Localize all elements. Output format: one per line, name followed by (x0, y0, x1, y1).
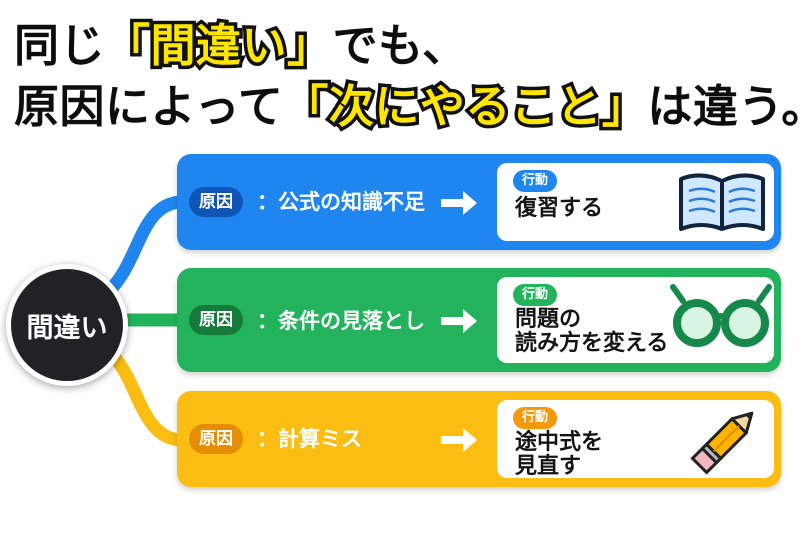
action-card: 行動 途中式を 見直す (497, 400, 774, 479)
headline-1-highlight: 「間違い」 (102, 16, 336, 76)
connector-blue (103, 195, 187, 297)
action-text: 途中式を 見直す (515, 431, 675, 479)
headline-1-before: 同じ (14, 19, 106, 72)
cause-tag: 原因 (189, 305, 243, 335)
action-text: 問題の 読み方を変える (515, 308, 675, 356)
action-tag: 行動 (513, 170, 558, 192)
headline-2-highlight: 「次にやること」 (280, 77, 651, 137)
headline-2-after: は違う。 (647, 80, 800, 133)
glasses-icon (670, 284, 772, 347)
cause-text: ：条件の見落とし (257, 309, 425, 333)
cause-row-knowledge: 原因 ：公式の知識不足 行動 復習する (177, 154, 781, 250)
action-line: 復習する (515, 196, 604, 221)
cause-text: ：計算ミス (257, 427, 362, 451)
cause-tag: 原因 (189, 424, 243, 454)
cause-row-oversight: 原因 ：条件の見落とし 行動 問題の 読み方を変える (177, 268, 781, 372)
action-card: 行動 問題の 読み方を変える (497, 277, 774, 363)
action-line: 途中式を (515, 430, 604, 455)
action-tag: 行動 (513, 407, 558, 429)
arrow-right-icon (441, 309, 477, 333)
pencil-icon (690, 411, 754, 475)
hub-label: 間違い (26, 312, 108, 344)
arrow-right-icon (441, 191, 477, 215)
mistake-hub: 間違い (6, 264, 128, 386)
cause-text: ：公式の知識不足 (257, 190, 425, 214)
headline-line-2: 原因によって「次にやること」は違う。 (14, 77, 800, 137)
headline-2-before: 原因によって (14, 80, 284, 133)
cause-tag: 原因 (189, 187, 243, 217)
arrow-right-icon (441, 428, 477, 452)
open-book-icon (679, 173, 765, 231)
action-line: 問題の (515, 307, 582, 332)
action-card: 行動 復習する (497, 163, 774, 241)
action-tag: 行動 (513, 284, 558, 306)
action-text: 復習する (515, 197, 675, 221)
cause-row-calculation: 原因 ：計算ミス 行動 途中式を 見直す (177, 391, 781, 487)
action-line: 見直す (515, 454, 582, 479)
action-line: 読み方を変える (515, 331, 669, 356)
connector-yellow (103, 345, 187, 447)
headline-line-1: 同じ「間違い」でも、 (14, 16, 468, 76)
headline-1-after: でも、 (332, 19, 468, 72)
